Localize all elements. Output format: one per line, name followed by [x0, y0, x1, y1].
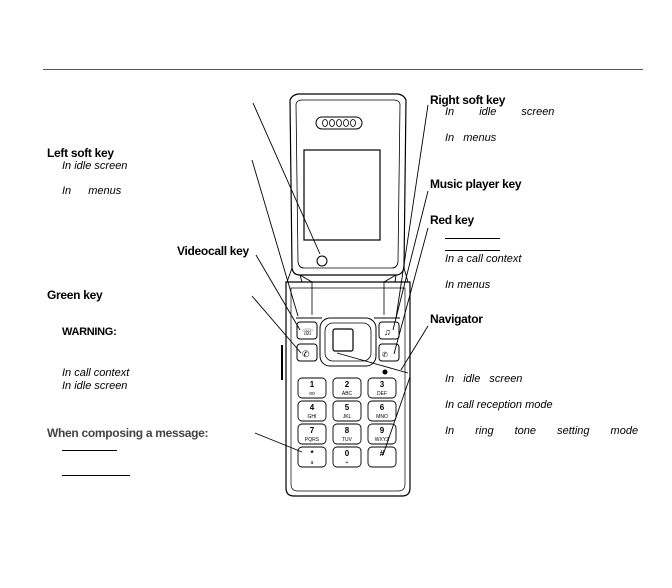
- keypad-digit: #: [380, 449, 385, 458]
- svg-text:♫: ♫: [384, 327, 391, 337]
- keypad-key: [367, 377, 397, 399]
- composing-blank-1: [62, 450, 117, 451]
- keypad-key: [332, 377, 362, 399]
- keypad-digit: 9: [380, 426, 385, 435]
- green-key-idle: In idle screen: [62, 380, 128, 392]
- videocall-key: [296, 321, 318, 340]
- keypad-digit: *: [310, 449, 314, 458]
- red-key: [378, 343, 400, 362]
- keypad-letters: GHI: [308, 414, 317, 420]
- callout-lines: [251, 102, 429, 456]
- keypad-digit: 7: [310, 426, 315, 435]
- keypad-digit: 0: [345, 449, 350, 458]
- keypad-letters: TUV: [342, 437, 353, 443]
- keypad-key: [297, 377, 327, 399]
- videocall-key-title: Videocall key: [177, 244, 249, 258]
- red-key-call-context: In a call context: [445, 253, 522, 265]
- svg-text:☏: ☏: [302, 327, 313, 337]
- red-key-blank-2: [445, 250, 500, 251]
- keypad-key: [332, 423, 362, 445]
- green-key: [296, 343, 318, 362]
- keypad-letters: WXYZ: [375, 437, 389, 443]
- svg-text:✆: ✆: [382, 351, 388, 359]
- keypad-letters: DEF: [377, 391, 387, 397]
- green-key-title: Green key: [47, 288, 103, 302]
- display-screen: [303, 149, 381, 241]
- left-soft-key-idle: In idle screen: [62, 160, 128, 172]
- keypad-digit: 5: [345, 403, 350, 412]
- navigator: [319, 317, 377, 367]
- red-key-blank-1: [445, 238, 500, 239]
- navigator-ring-tone: In ring tone setting mode: [445, 425, 639, 437]
- navigator-idle: In idle screen: [445, 373, 523, 385]
- right-soft-key-title: Right soft key: [430, 93, 506, 107]
- right-soft-key-menus: In menus: [445, 132, 497, 144]
- keypad-key: [367, 423, 397, 445]
- keypad-letters: MNO: [376, 414, 388, 420]
- navigator-center: [332, 328, 354, 352]
- left-soft-key-menus: In menus: [62, 185, 122, 197]
- keypad-digit: 4: [310, 403, 315, 412]
- red-key-menus: In menus: [445, 279, 491, 291]
- keypad-key: [297, 400, 327, 422]
- navigator-title: Navigator: [430, 312, 483, 326]
- keypad-digit: 6: [380, 403, 385, 412]
- right-soft-key-idle: In idle screen: [445, 106, 555, 118]
- keypad-key: [297, 446, 327, 468]
- keypad-letters: JKL: [343, 414, 352, 420]
- header-rule: [43, 69, 643, 70]
- keypad-letters: a: [311, 460, 314, 466]
- keypad-letters: +: [346, 460, 349, 466]
- red-key-title: Red key: [430, 213, 474, 227]
- keypad-digit: 3: [380, 380, 385, 389]
- green-key-warning: WARNING:: [62, 326, 117, 338]
- keypad-digit: 8: [345, 426, 350, 435]
- keypad-key: [332, 446, 362, 468]
- keypad-letters: oo: [309, 391, 315, 397]
- keypad-key: [332, 400, 362, 422]
- svg-text:✆: ✆: [302, 349, 310, 359]
- composing-blank-2: [62, 475, 130, 476]
- phone-upper-flip: [289, 93, 407, 276]
- camera-lens: [316, 255, 328, 267]
- composing-title: When composing a message:: [47, 426, 209, 440]
- earpiece: [315, 116, 363, 130]
- navigator-call-reception: In call reception mode: [445, 399, 553, 411]
- keypad-letters: PQRS: [305, 437, 320, 443]
- keypad-key: [297, 423, 327, 445]
- keypad-digit: 1: [310, 380, 315, 389]
- keypad-digit: 2: [345, 380, 350, 389]
- left-soft-key-title: Left soft key: [47, 146, 114, 160]
- music-player-key-title: Music player key: [430, 177, 522, 191]
- keypad-key: [367, 446, 397, 468]
- keypad-letters: ABC: [342, 391, 353, 397]
- keypad-key: [367, 400, 397, 422]
- music-player-key: [378, 321, 400, 340]
- green-key-call-context: In call context: [62, 367, 130, 379]
- earpiece-holes: [322, 119, 356, 127]
